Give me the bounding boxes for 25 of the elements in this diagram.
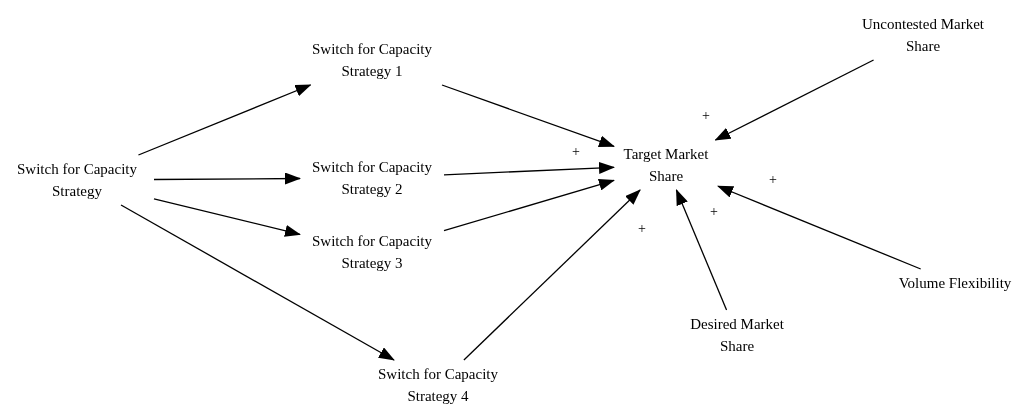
polarity-sign: + — [572, 145, 580, 159]
arrow — [675, 189, 728, 311]
polarity-sign: + — [638, 222, 646, 236]
arrow — [137, 84, 312, 156]
arrow — [443, 178, 615, 232]
polarity-sign: + — [702, 109, 710, 123]
variable-label: Switch for Capacity Strategy — [2, 157, 152, 203]
variable-label: Uncontested Market Share — [858, 12, 988, 58]
arrow — [153, 172, 301, 185]
polarity-sign: + — [710, 205, 718, 219]
variable-label: Switch for Capacity Strategy 1 — [302, 37, 442, 83]
arrow — [120, 204, 395, 361]
variable-label: Switch for Capacity Strategy 4 — [368, 362, 508, 408]
variable-label: Volume Flexibility — [885, 271, 1025, 295]
arrow — [717, 185, 922, 270]
arrow — [441, 84, 615, 148]
arrow — [443, 161, 615, 176]
variable-label: Target Market Share — [616, 142, 716, 188]
arrow — [463, 189, 641, 361]
arrow — [153, 198, 301, 237]
arrow — [714, 59, 875, 141]
variable-label: Switch for Capacity Strategy 2 — [302, 155, 442, 201]
variable-label: Switch for Capacity Strategy 3 — [302, 229, 442, 275]
polarity-sign: + — [769, 173, 777, 187]
variable-label: Desired Market Share — [682, 312, 792, 358]
